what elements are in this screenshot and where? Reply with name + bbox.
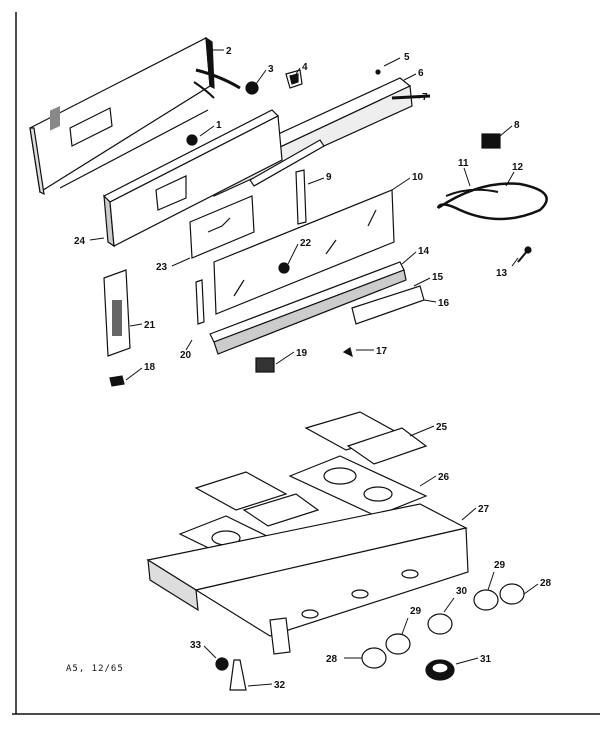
callout-31: 31 <box>480 654 492 665</box>
burner-grates <box>194 411 428 527</box>
callout-3: 3 <box>268 64 274 75</box>
callout-9: 9 <box>326 172 332 183</box>
callout-6: 6 <box>418 68 424 79</box>
callout-29b: 29 <box>410 606 422 617</box>
callout-22: 22 <box>300 238 312 249</box>
callout-20: 20 <box>180 350 192 361</box>
callout-15: 15 <box>432 272 444 283</box>
clock-frame <box>189 195 255 259</box>
callout-29a: 29 <box>494 560 506 571</box>
glass-panel <box>213 189 395 315</box>
small-parts <box>215 657 247 691</box>
callout-26: 26 <box>438 472 450 483</box>
callout-labels: 2 3 4 5 6 7 1 8 9 10 11 12 13 24 22 23 1… <box>74 46 552 691</box>
callout-16: 16 <box>438 298 450 309</box>
callout-1: 1 <box>216 120 222 131</box>
control-panel <box>102 109 283 248</box>
callout-17: 17 <box>376 346 388 357</box>
support-bar <box>249 139 325 225</box>
callout-18: 18 <box>144 362 156 373</box>
callout-24: 24 <box>74 236 86 247</box>
leader-arrows <box>89 49 539 687</box>
callout-14: 14 <box>418 246 430 257</box>
callout-19: 19 <box>296 348 308 359</box>
callout-33: 33 <box>190 640 202 651</box>
callout-28a: 28 <box>540 578 552 589</box>
lower-trim <box>209 261 425 355</box>
callout-5: 5 <box>404 52 410 63</box>
gas-tube <box>193 68 303 99</box>
drawing-reference: A5, 12/65 <box>66 664 124 674</box>
callout-12: 12 <box>512 162 524 173</box>
callout-13: 13 <box>496 268 508 279</box>
callout-27: 27 <box>478 504 490 515</box>
callout-7: 7 <box>422 92 428 103</box>
callout-10: 10 <box>412 172 424 183</box>
callout-28b: 28 <box>326 654 338 665</box>
callout-2: 2 <box>226 46 232 57</box>
callout-25: 25 <box>436 422 448 433</box>
callout-4: 4 <box>302 62 308 73</box>
cooktop <box>146 503 469 655</box>
callout-11: 11 <box>458 158 469 169</box>
wire-harness <box>436 133 548 263</box>
side-bracket <box>103 269 353 387</box>
callout-8-top: 8 <box>514 120 520 131</box>
callout-21: 21 <box>144 320 156 331</box>
callout-23: 23 <box>156 262 168 273</box>
callout-32: 32 <box>274 680 286 691</box>
callout-30: 30 <box>456 586 468 597</box>
